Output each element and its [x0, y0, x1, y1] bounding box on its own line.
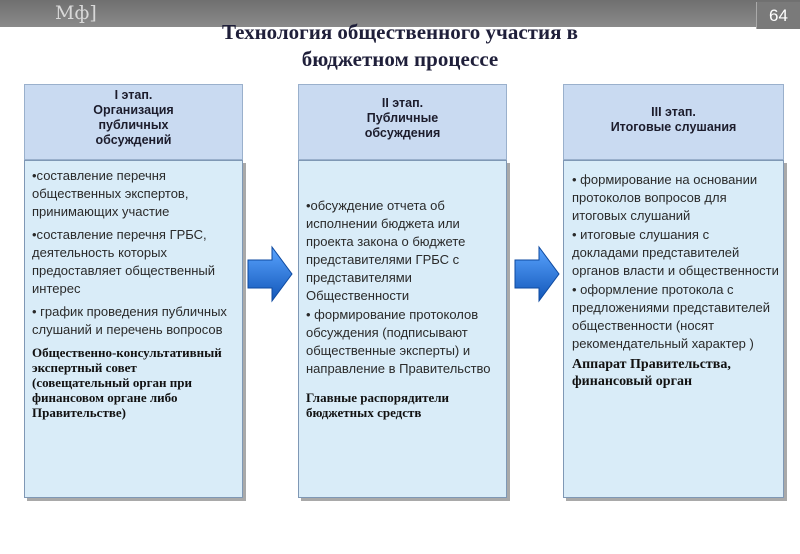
stage-2-head-line: обсуждения	[364, 126, 441, 140]
stage-1-item: •составление перечня общественных экспер…	[32, 168, 189, 219]
stage-3-item: • итоговые слушания с докладами представ…	[572, 227, 779, 278]
stage-1-item: •составление перечня ГРБС, деятельность …	[32, 227, 216, 296]
stage-2-note: Главные распорядители бюджетных средств	[306, 390, 450, 420]
stage-1-item: • график проведения публичных слушаний и…	[32, 304, 227, 337]
stage-1-note: Общественно-консультативный экспертный с…	[32, 345, 222, 420]
right-arrow-icon	[514, 245, 560, 303]
stage-2-head-line: Публичные	[366, 111, 439, 125]
stage-3-head-line: III этап.	[651, 105, 696, 119]
stage-2-item: • формирование протоколов обсуждения (по…	[306, 307, 491, 376]
title-line-2: бюджетном процессе	[301, 47, 499, 71]
slide-title: Технология общественного участия в бюдже…	[0, 19, 800, 73]
stage-3-header: III этап. Итоговые слушания	[563, 84, 784, 160]
top-bar: Мф] 64	[0, 0, 800, 29]
stage-1-head-line: обсуждений	[95, 133, 172, 147]
title-line-1: Технология общественного участия в	[221, 20, 579, 44]
stage-1-head-line: Организация	[93, 103, 174, 117]
slide-number: 64	[756, 2, 800, 29]
stage-2-body: •обсуждение отчета об исполнении бюджета…	[298, 160, 507, 498]
stage-1-body: •составление перечня общественных экспер…	[24, 160, 243, 498]
right-arrow-icon	[247, 245, 293, 303]
stage-3-head-line: Итоговые слушания	[610, 120, 737, 134]
stage-2-item: •обсуждение отчета об исполнении бюджета…	[306, 198, 466, 303]
stage-1-head-line: I этап.	[114, 88, 153, 102]
stage-3-item: • формирование на основании протоколов в…	[572, 172, 758, 223]
stage-1-header: I этап. Организация публичных обсуждений	[24, 84, 243, 160]
stage-2-header: II этап. Публичные обсуждения	[298, 84, 507, 160]
stage-3-body: • формирование на основании протоколов в…	[563, 160, 784, 498]
stage-2-head-line: II этап.	[381, 96, 424, 110]
stage-3-note: Аппарат Правительства, финансовый орган	[572, 357, 731, 389]
stage-1-head-line: публичных	[98, 118, 169, 132]
logo: Мф]	[55, 2, 97, 24]
stage-3-item: • оформление протокола с предложениями п…	[572, 282, 771, 351]
